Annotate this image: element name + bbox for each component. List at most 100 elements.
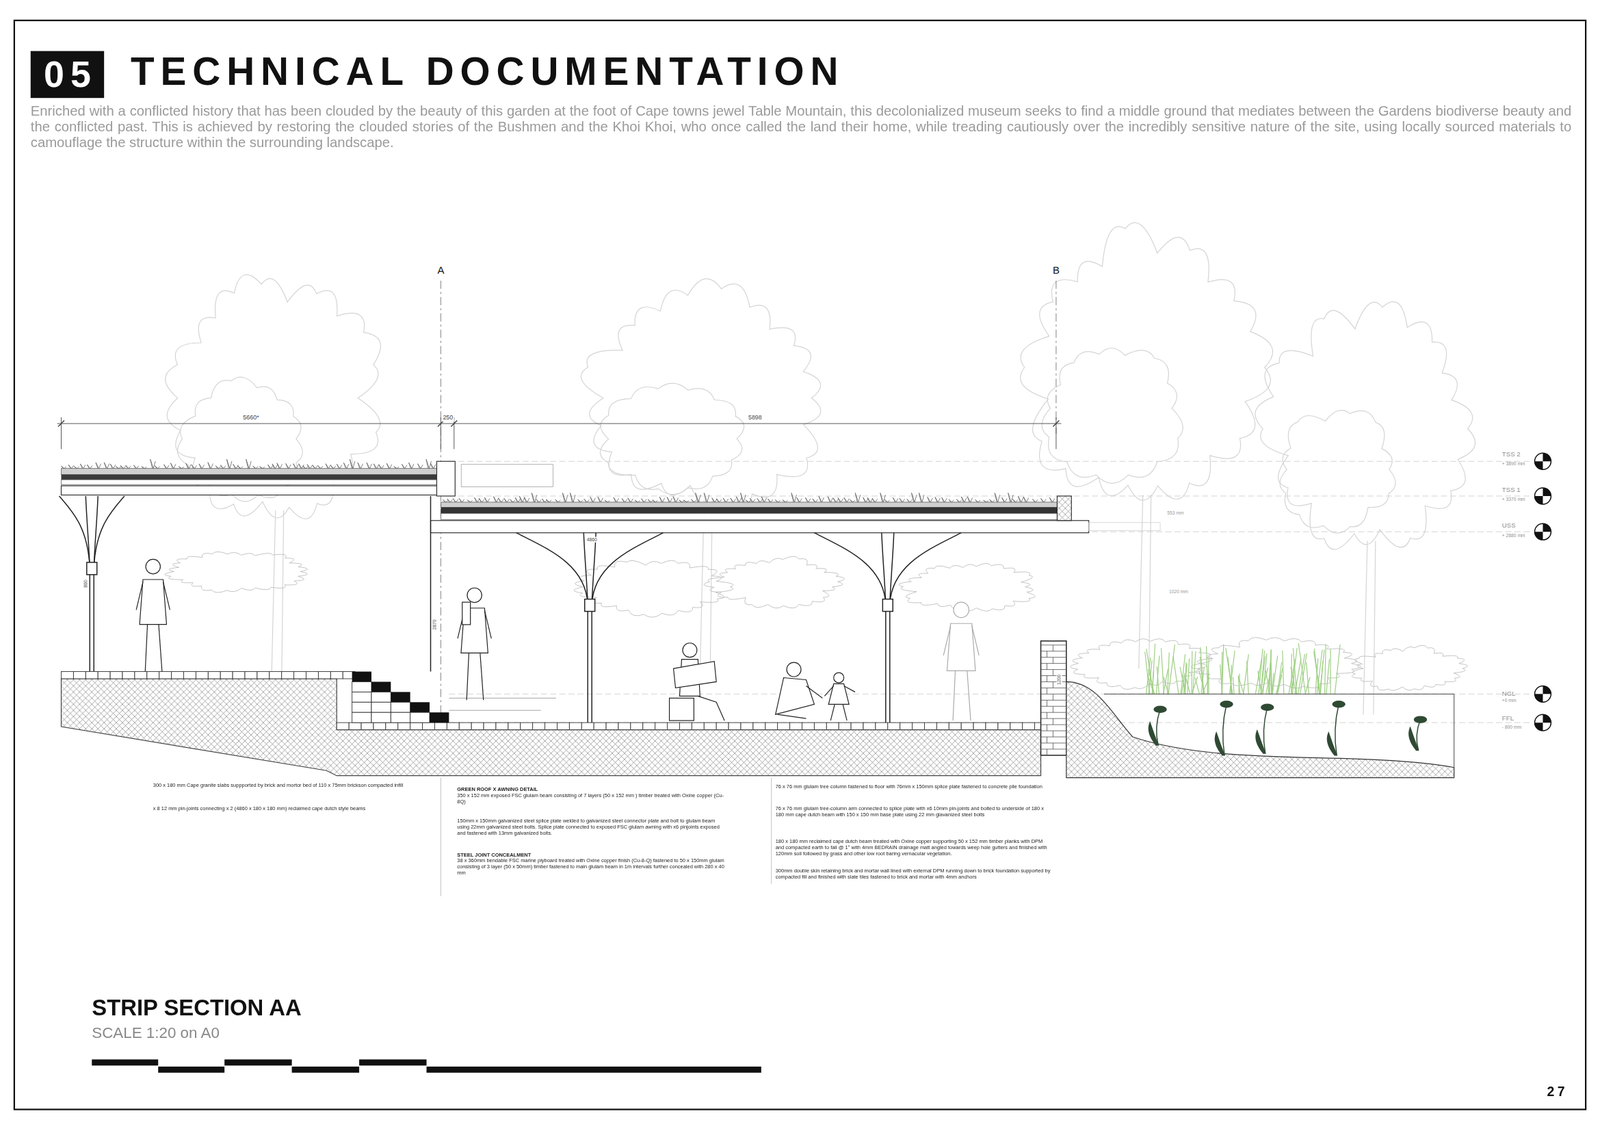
grass-tuft bbox=[837, 497, 843, 502]
grass-tuft bbox=[110, 463, 115, 469]
grass-tuft bbox=[120, 465, 126, 468]
grass-blade bbox=[1319, 649, 1325, 695]
brick-joint bbox=[1052, 718, 1054, 725]
grass-tuft bbox=[493, 496, 499, 503]
scale-segment bbox=[292, 1066, 360, 1073]
brick bbox=[371, 712, 391, 723]
grass-tuft bbox=[253, 465, 258, 469]
grass-tuft bbox=[597, 496, 603, 503]
floor-tile bbox=[630, 722, 644, 730]
shrub bbox=[164, 551, 308, 592]
tree-column-arm bbox=[85, 495, 90, 568]
grass-tuft bbox=[683, 500, 689, 503]
sheet-title: TECHNICAL DOCUMENTATION bbox=[130, 49, 845, 94]
shrub bbox=[703, 556, 845, 609]
granite-slab bbox=[306, 671, 319, 679]
floor-tile bbox=[373, 722, 386, 730]
floor-tile bbox=[790, 722, 803, 730]
grass-tuft bbox=[659, 496, 665, 503]
grass-tuft bbox=[133, 465, 139, 469]
grass-tuft bbox=[386, 463, 392, 468]
grass-tuft bbox=[948, 499, 954, 503]
grass-tuft bbox=[907, 498, 912, 503]
plant-leaf bbox=[1153, 705, 1167, 713]
grass-tuft bbox=[775, 499, 780, 503]
brick-course bbox=[1041, 662, 1067, 664]
plant-leaf bbox=[1214, 732, 1225, 756]
granite-slab bbox=[281, 671, 295, 679]
brick-course bbox=[1041, 656, 1067, 658]
dimension-label: 4860 bbox=[585, 536, 598, 543]
grass-tuft bbox=[277, 463, 282, 469]
person-crouching bbox=[777, 714, 807, 719]
plant-leaf bbox=[1255, 730, 1266, 754]
grass-blade bbox=[1148, 660, 1152, 694]
grass-blade bbox=[1207, 658, 1209, 694]
brick-course bbox=[1041, 644, 1067, 646]
grass-tuft bbox=[246, 458, 252, 468]
brick-course bbox=[1041, 724, 1067, 726]
brick bbox=[352, 701, 372, 713]
pond-edge bbox=[1453, 693, 1455, 767]
dimension-label: 2870 bbox=[432, 618, 438, 631]
backpack bbox=[462, 601, 471, 625]
grass-tuft bbox=[366, 462, 372, 468]
grass-tuft bbox=[827, 496, 833, 503]
grass-tuft bbox=[911, 492, 917, 502]
person-figure bbox=[139, 579, 167, 625]
sheet-label: SCALE 1:20 on A0 bbox=[91, 1023, 220, 1042]
grass-tuft bbox=[723, 497, 728, 503]
left-green-roof bbox=[61, 485, 442, 495]
grass-blade bbox=[1265, 669, 1270, 694]
floor-tile bbox=[826, 722, 839, 730]
grass-tuft bbox=[484, 497, 490, 503]
level-label: USS bbox=[1502, 521, 1516, 529]
shrub bbox=[898, 562, 1035, 611]
grass-tuft bbox=[690, 499, 696, 503]
floor-tile bbox=[434, 722, 447, 730]
grass-tuft bbox=[749, 497, 755, 503]
floor-tile bbox=[814, 722, 827, 730]
dimension-label: 1200 bbox=[1056, 673, 1063, 687]
granite-slab bbox=[171, 671, 185, 679]
child-figure bbox=[830, 703, 835, 721]
brick-course bbox=[1041, 675, 1067, 676]
grass-tuft bbox=[703, 492, 709, 502]
right-green-roof bbox=[1089, 522, 1161, 531]
person-reading bbox=[673, 661, 717, 689]
granite-slab bbox=[294, 671, 307, 679]
level-label: TSS 1 bbox=[1502, 485, 1521, 494]
right-green-roof bbox=[430, 495, 1161, 533]
grass-tuft bbox=[1049, 497, 1055, 503]
section-mark: B bbox=[1051, 264, 1061, 276]
person-crouching bbox=[775, 677, 815, 715]
grass-tuft bbox=[336, 463, 342, 469]
grass-tuft bbox=[510, 499, 516, 503]
grass-tuft bbox=[233, 463, 239, 468]
level-line bbox=[448, 461, 1531, 462]
grass-blade bbox=[1225, 647, 1233, 694]
grass-blade bbox=[1305, 677, 1310, 695]
grass-tuft bbox=[80, 463, 85, 469]
child-figure bbox=[824, 672, 856, 721]
granite-slab bbox=[134, 671, 148, 679]
stair-nosing bbox=[390, 691, 410, 702]
grass-tuft bbox=[1041, 497, 1046, 503]
floor-tile bbox=[801, 722, 815, 730]
brick bbox=[371, 691, 391, 702]
dimension-label: 5660* bbox=[242, 414, 260, 422]
grass-tuft bbox=[604, 500, 610, 503]
grass-tuft bbox=[716, 498, 721, 503]
dimension-extension bbox=[60, 417, 62, 449]
grass-blade bbox=[1329, 649, 1331, 694]
grass-tuft bbox=[303, 465, 308, 469]
grass-blade bbox=[1316, 649, 1323, 695]
floor-tile bbox=[606, 722, 619, 730]
grass-tuft bbox=[442, 499, 448, 503]
construction-note: 150mm x 150mm galvanized steel splice pl… bbox=[456, 817, 728, 836]
plant-stem bbox=[1156, 709, 1161, 745]
floor-tile bbox=[703, 722, 717, 730]
pond-bank bbox=[1066, 681, 1455, 778]
grass-tuft bbox=[474, 497, 480, 503]
